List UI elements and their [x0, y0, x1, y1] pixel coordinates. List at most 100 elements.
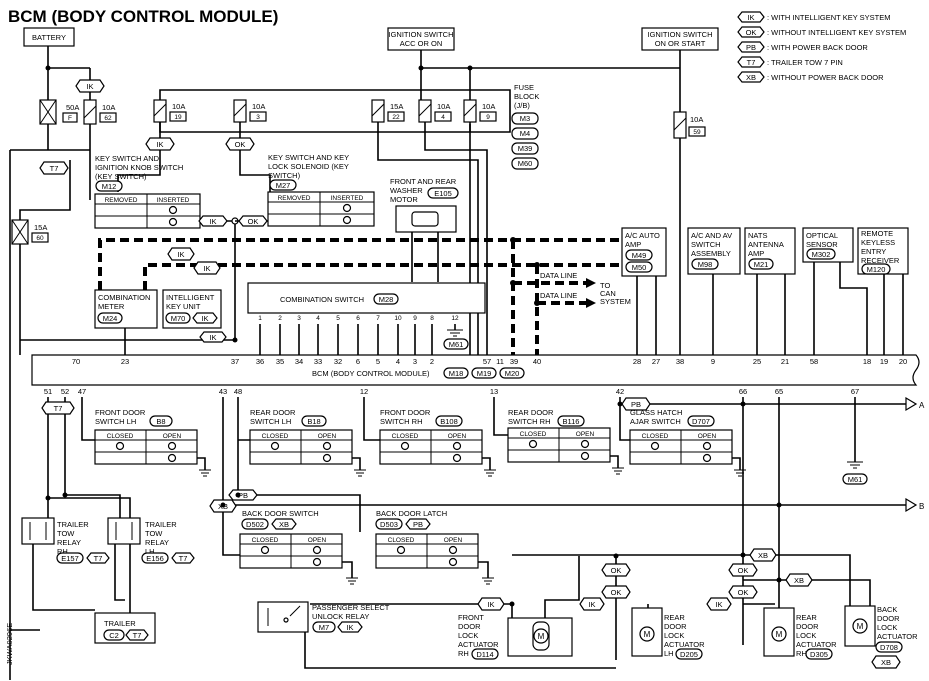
washer-label-2: WASHER: [390, 186, 423, 195]
fuse-no-4: 4: [441, 114, 445, 121]
front-lh-label-1: FRONT DOOR: [95, 408, 146, 417]
ikey-unit-conn: M70: [171, 314, 186, 323]
optical-sensor: OPTICAL SENSOR M302: [802, 227, 868, 355]
bcm-pin-5: 5: [376, 357, 380, 366]
data-lines: DATA LINE DATA LINE TO CAN SYSTEM: [98, 238, 631, 355]
offpage-b: B: [919, 502, 924, 511]
legend-text-pb: : WITH POWER BACK DOOR: [767, 43, 868, 52]
optical-conn: M302: [812, 250, 831, 259]
fuse-no-60: 60: [36, 235, 44, 242]
bcm-pin-4: 4: [396, 357, 400, 366]
ground-top-conn: M61: [449, 340, 464, 349]
key-switch-label-3: (KEY SWITCH): [95, 172, 147, 181]
bcm-pin-19: 19: [880, 357, 888, 366]
relay-rh-tag: T7: [94, 554, 103, 563]
bcm-pin-23: 23: [121, 357, 129, 366]
combo-pin-5: 5: [336, 315, 340, 322]
nats-antenna-amp: NATS ANTENNA AMP M21: [744, 227, 796, 355]
bcm-pin-11: 11: [496, 357, 504, 366]
bcm-pin-67: 67: [851, 387, 859, 396]
actuator-rear-lh-l2: DOOR: [664, 622, 687, 631]
ground-right-conn: M61: [848, 475, 863, 484]
actuator-back-tag: XB: [881, 658, 891, 667]
tag-ok-actuator-4: OK: [738, 588, 749, 597]
legend-tag-xb: XB: [746, 73, 756, 82]
rear-rh-label-1: REAR DOOR: [508, 408, 554, 417]
combo-pin-3: 3: [297, 315, 301, 322]
tag-ik-actuator-front: IK: [487, 600, 494, 609]
legend-tag-t7: T7: [747, 58, 756, 67]
legend-text-ik: : WITH INTELLIGENT KEY SYSTEM: [767, 13, 891, 22]
combo-switch-conn: M28: [379, 295, 394, 304]
bcm-pin-43: 43: [219, 387, 227, 396]
keyless-entry-receiver: REMOTE KEYLESS ENTRY RECEIVER M120: [857, 227, 909, 355]
keyless-label-3: ENTRY: [861, 247, 886, 256]
door-switch-rear-lh: REAR DOOR SWITCH LH B18 CLOSED OPEN: [249, 408, 366, 477]
keyless-label-1: REMOTE: [861, 229, 893, 238]
relay-rh-label-1: TRAILER: [57, 520, 89, 529]
bcm-pin-21: 21: [781, 357, 789, 366]
pass-relay-tag: IK: [346, 623, 353, 632]
bcm-pin-33: 33: [314, 357, 322, 366]
back-door-latch-tag: PB: [413, 520, 423, 529]
ac-av-label-2: SWITCH: [691, 240, 721, 249]
fuse-amp-19: 10A: [172, 102, 185, 111]
legend-text-ok: : WITHOUT INTELLIGENT KEY SYSTEM: [767, 28, 906, 37]
combo-pin-12: 12: [451, 315, 459, 322]
actuator-back-l2: DOOR: [877, 614, 900, 623]
fuse-block-label-3: (J/B): [514, 101, 530, 110]
actuator-back-l4: ACTUATOR: [877, 632, 918, 641]
actuator-front-rh-motor: M: [538, 632, 545, 641]
fuse-block-conn-3: M39: [518, 144, 533, 153]
actuator-back-motor: M: [857, 622, 864, 631]
key-lock-conn: M27: [276, 181, 291, 190]
ikey-unit-label-2: KEY UNIT: [166, 302, 201, 311]
combo-pin-8: 8: [430, 315, 434, 322]
fuse-block: FUSE BLOCK (J/B) M3 M4 M39 M60: [511, 83, 539, 170]
actuator-rear-lh-l5: LH: [664, 649, 674, 658]
back-door-latch: BACK DOOR LATCH D503 PB CLOSED OPEN: [375, 509, 494, 585]
tag-ik-ikey: IK: [201, 314, 208, 323]
front-lh-c1: CLOSED: [107, 433, 134, 440]
legend-text-xb: : WITHOUT POWER BACK DOOR: [767, 73, 884, 82]
ac-auto-label-2: AMP: [625, 240, 641, 249]
tag-ik-keyswitch: IK: [209, 217, 216, 226]
rear-lh-c1: CLOSED: [262, 433, 289, 440]
ac-av-conn: M98: [698, 260, 713, 269]
ign-on-label-1: IGNITION SWITCH: [648, 30, 713, 39]
fuse-no-22: 22: [392, 114, 400, 121]
bcm-pin-37: 37: [231, 357, 239, 366]
tag-ok-keylock: OK: [248, 217, 259, 226]
keyless-label-4: RECEIVER: [861, 256, 900, 265]
rear-rh-label-2: SWITCH RH: [508, 417, 551, 426]
bcm-conn-1: M18: [449, 369, 464, 378]
legend-tag-ik: IK: [747, 13, 754, 22]
washer-motor: FRONT AND REAR WASHER MOTOR E105: [390, 177, 459, 282]
pass-relay-label-2: UNLOCK RELAY: [312, 612, 369, 621]
bcm-pin-20: 20: [899, 357, 907, 366]
ac-auto-conn-2: M50: [632, 263, 647, 272]
actuator-rear-rh-motor: M: [776, 630, 783, 639]
nats-conn: M21: [754, 260, 769, 269]
rear-rh-conn: B116: [563, 417, 580, 426]
fuse-no-f: F: [68, 115, 72, 122]
bcm-pin-36: 36: [256, 357, 264, 366]
tag-ik-actuator-rh: IK: [715, 600, 722, 609]
tag-t7-top: T7: [50, 164, 59, 173]
fuse-no-62: 62: [104, 115, 112, 122]
key-lock-label-1: KEY SWITCH AND KEY: [268, 153, 349, 162]
bcm-pin-65: 65: [775, 387, 783, 396]
rear-lh-label-1: REAR DOOR: [250, 408, 296, 417]
relay-rh-conn: E157: [61, 554, 79, 563]
bcm-pin-52: 52: [61, 387, 69, 396]
bcm-pin-38: 38: [676, 357, 684, 366]
tag-ik-fuse19: IK: [156, 140, 163, 149]
actuator-rear-rh-l1: REAR: [796, 613, 817, 622]
bcm-pin-32: 32: [334, 357, 342, 366]
ac-av-label-3: ASSEMBLY: [691, 249, 731, 258]
tag-ik-top: IK: [86, 82, 93, 91]
actuator-rear-lh-l4: ACTUATOR: [664, 640, 705, 649]
to-can-3: SYSTEM: [600, 297, 631, 306]
nats-label-3: AMP: [748, 249, 764, 258]
fuse-amp-62: 10A: [102, 103, 115, 112]
